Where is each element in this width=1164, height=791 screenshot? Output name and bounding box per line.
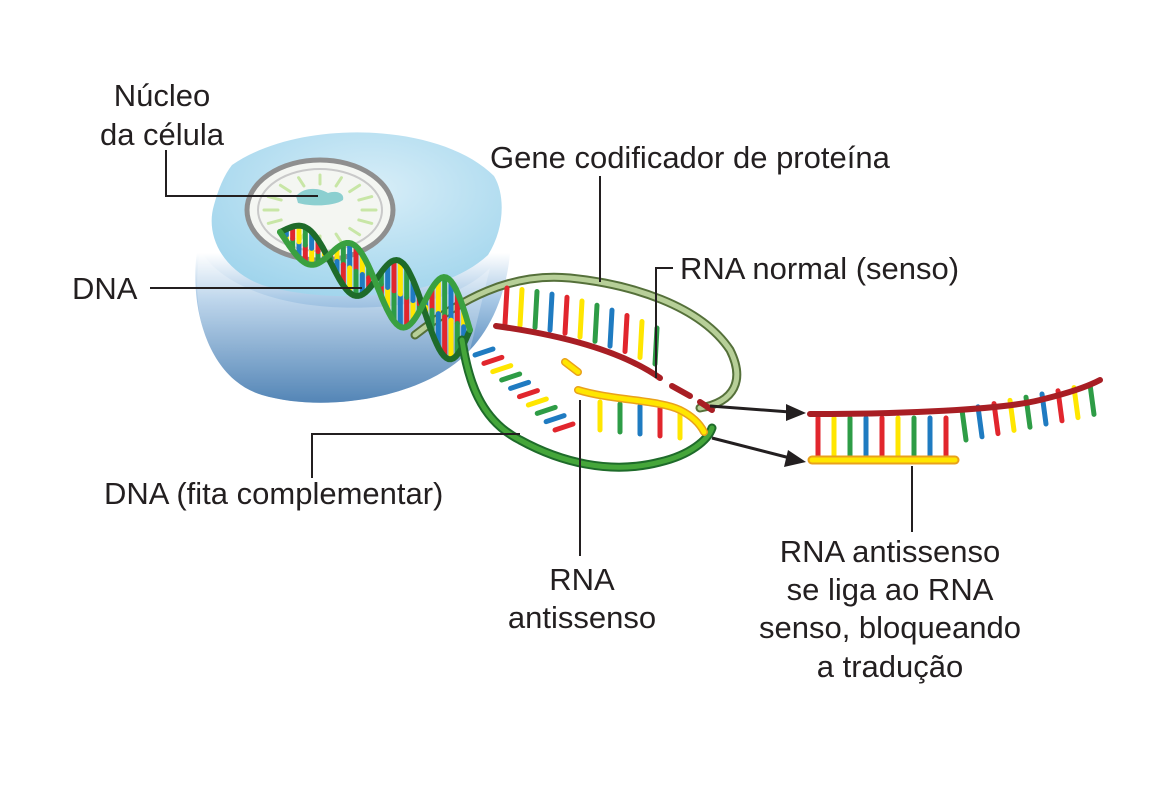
- complement-base: [508, 379, 532, 391]
- complement-base: [481, 354, 505, 366]
- sense-rna-segment: [669, 383, 693, 399]
- label-binding-line3: senso, bloqueando: [759, 610, 1021, 645]
- antisense-rna-strand-fill: [562, 359, 707, 435]
- complement-base: [543, 413, 567, 425]
- nucleus-spoke: [266, 218, 283, 225]
- sense-base: [532, 289, 540, 331]
- sense-base: [517, 286, 525, 328]
- hybrid-sense-rna-strand: [807, 377, 1103, 417]
- label-nucleus-line2: da célula: [100, 117, 225, 152]
- label-binding-line4: a tradução: [817, 649, 964, 684]
- cell-highlight: [197, 250, 490, 403]
- sense-base: [607, 307, 615, 349]
- sense-base: [622, 313, 630, 355]
- sense-base: [547, 291, 555, 333]
- label-antisense-line1: RNA: [549, 562, 615, 597]
- nucleus-spoke: [266, 195, 283, 202]
- complement-base: [525, 396, 549, 408]
- sense-base: [562, 294, 570, 336]
- complement-base: [516, 388, 540, 400]
- label-dna: DNA: [72, 271, 138, 306]
- label-antisense-line2: antissenso: [508, 600, 656, 635]
- nucleus-spoke: [334, 232, 343, 244]
- nucleus-spoke: [297, 176, 306, 188]
- leader-nucleus: [165, 150, 318, 197]
- nucleus-spoke: [348, 183, 362, 194]
- label-binding-line1: RNA antissenso: [780, 534, 1001, 569]
- sense-base: [502, 285, 510, 327]
- arrow-to-sense-rna: [709, 404, 806, 421]
- dna-helix-strand-front: [277, 229, 473, 333]
- nucleus-spoke: [357, 218, 374, 225]
- sense-rna-strand: [493, 323, 663, 381]
- hybrid-free-base: [959, 407, 969, 443]
- complement-base: [534, 404, 558, 416]
- complement-base: [472, 346, 496, 358]
- antisense-rna-strand: [561, 358, 708, 436]
- complement-base: [552, 421, 576, 433]
- leader-dna-complement: [311, 433, 520, 478]
- nucleus-spoke: [334, 176, 343, 188]
- label-binding-line2: se liga ao RNA: [787, 572, 994, 607]
- gene-bubble-bases: [502, 285, 683, 441]
- dna-complement-strand-fill: [459, 337, 715, 470]
- complement-base: [490, 363, 514, 375]
- nucleus-spoke: [348, 226, 362, 237]
- nucleolus: [296, 188, 344, 206]
- complement-base: [499, 371, 523, 383]
- label-gene: Gene codificador de proteína: [490, 140, 891, 175]
- label-rna-sense: RNA normal (senso): [680, 251, 959, 286]
- label-dna-complement: DNA (fita complementar): [104, 476, 443, 511]
- hybrid-free-base: [1087, 381, 1097, 417]
- sense-base: [592, 302, 600, 344]
- leader-rna-sense: [655, 267, 673, 378]
- complement-strand-bases: [472, 346, 576, 433]
- gene-bubble-fill: [412, 274, 740, 411]
- nucleus-spoke: [357, 195, 374, 202]
- nucleus-spoke: [278, 183, 292, 194]
- sense-rna-end: [697, 399, 715, 413]
- hybrid-free-base: [975, 404, 985, 440]
- sense-base: [577, 298, 585, 340]
- label-nucleus-line1: Núcleo: [114, 78, 211, 113]
- arrow-to-antisense-rna: [711, 436, 806, 467]
- sense-base: [637, 318, 645, 360]
